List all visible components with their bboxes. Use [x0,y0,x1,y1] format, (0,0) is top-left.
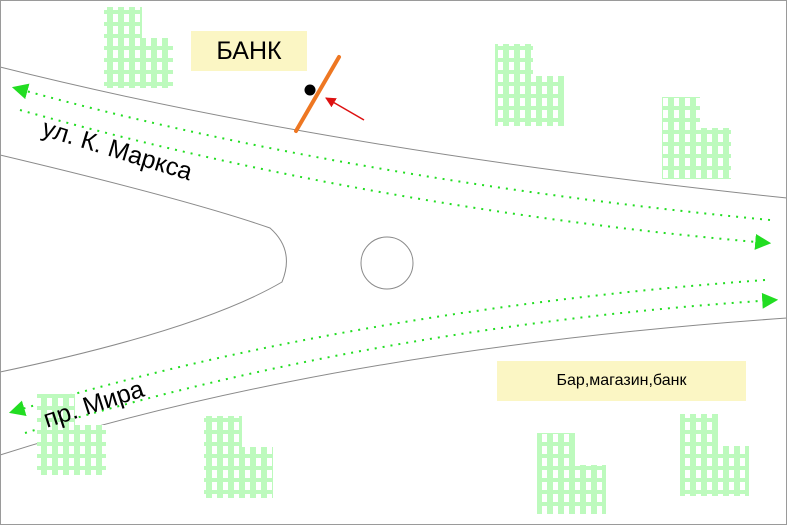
marx-lane-eastbound-arrow [19,109,772,250]
point-icon [304,84,316,96]
building-icon [495,44,564,126]
building-icon [104,7,173,88]
bank-label: БАНК [191,31,307,71]
roundabout-circle [360,236,414,290]
median-island-edge [0,154,287,373]
barrier-icon [294,55,341,133]
building-icon [680,414,749,496]
building-icon [537,433,606,514]
bar-shop-bank-label: Бар,магазин,банк [497,361,746,401]
arrow-icon [325,97,365,121]
building-icon [37,394,106,475]
marx-street-outer-edge [0,66,787,199]
building-icon [204,416,273,498]
building-icon [662,97,731,179]
traffic-flow-arrows [8,83,779,434]
